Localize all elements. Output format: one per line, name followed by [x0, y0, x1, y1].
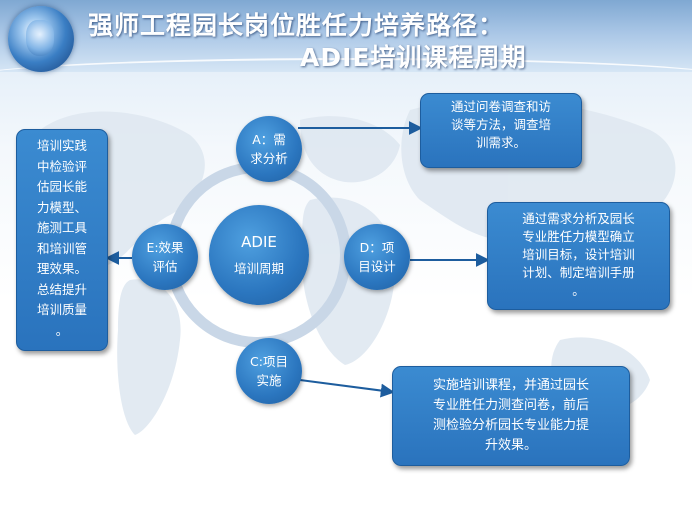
description-c-line2: 专业胜任力测查问卷，前后	[432, 398, 589, 413]
description-d-line3: 培训目标，设计培训	[522, 247, 635, 262]
connector-c	[299, 379, 395, 398]
description-a-line1: 通过问卷调查和访	[450, 99, 551, 114]
slide-title-line2: ADIE培训课程周期	[300, 43, 527, 72]
description-a-line2: 谈等方法，调查培	[450, 117, 551, 132]
description-e-line9: 培训质量	[36, 302, 87, 317]
description-e-line8: 总结提升	[36, 281, 87, 297]
slide-title-line1: 强师工程园长岗位胜任力培养路径：	[88, 11, 505, 40]
node-a-line2: 求分析	[250, 151, 288, 166]
description-c-line1: 实施培训课程，并通过园长	[432, 378, 589, 393]
description-d-line2: 专业胜任力模型确立	[522, 229, 635, 244]
center-node-line2: 培训周期	[233, 261, 284, 276]
node-a-line1: A：需	[252, 132, 286, 147]
node-a-needs-analysis: A：需 求分析	[236, 116, 302, 182]
center-node-line1: ADIE	[241, 233, 277, 251]
description-box-e: 培训实践 中检验评 估园长能 力模型、 施测工具 和培训管 理效果。 总结提升 …	[16, 129, 108, 351]
description-e-line7: 理效果。	[36, 261, 87, 276]
description-d-line1: 通过需求分析及园长	[522, 211, 635, 226]
node-d-design: D：项 目设计	[344, 224, 410, 290]
description-d-line5: 。	[572, 283, 585, 298]
description-e-line3: 估园长能	[36, 179, 87, 194]
description-e-line1: 培训实践	[36, 138, 87, 153]
description-box-a: 通过问卷调查和访 谈等方法，调查培 训需求。	[420, 93, 582, 168]
face-silhouette-icon	[26, 20, 54, 56]
description-d-line4: 计划、制定培训手册	[522, 265, 635, 280]
description-e-line6: 和培训管	[36, 240, 87, 256]
node-d-line1: D：项	[359, 240, 395, 255]
node-c-line2: 实施	[256, 373, 282, 388]
description-box-d: 通过需求分析及园长 专业胜任力模型确立 培训目标，设计培训 计划、制定培训手册 …	[487, 202, 670, 310]
node-e-line1: E:效果	[146, 240, 184, 255]
description-c-line3: 测检验分析园长专业能力提	[432, 418, 589, 433]
node-c-line1: C:项目	[250, 354, 288, 369]
description-e-line5: 施测工具	[36, 220, 87, 235]
node-d-line2: 目设计	[358, 259, 396, 274]
globe-logo-icon	[8, 6, 74, 72]
description-e-line4: 力模型、	[36, 199, 87, 215]
node-c-implementation: C:项目 实施	[236, 338, 302, 404]
description-c-line4: 升效果。	[484, 438, 537, 453]
banner-swoosh	[0, 58, 692, 100]
description-a-line3: 训需求。	[475, 135, 526, 150]
description-e-line2: 中检验评	[36, 158, 87, 174]
node-e-line2: 评估	[152, 259, 178, 274]
description-e-line10: 。	[55, 322, 69, 338]
description-box-c: 实施培训课程，并通过园长 专业胜任力测查问卷，前后 测检验分析园长专业能力提 升…	[392, 366, 630, 466]
center-node: ADIE 培训周期	[209, 205, 309, 305]
node-e-evaluation: E:效果 评估	[132, 224, 198, 290]
